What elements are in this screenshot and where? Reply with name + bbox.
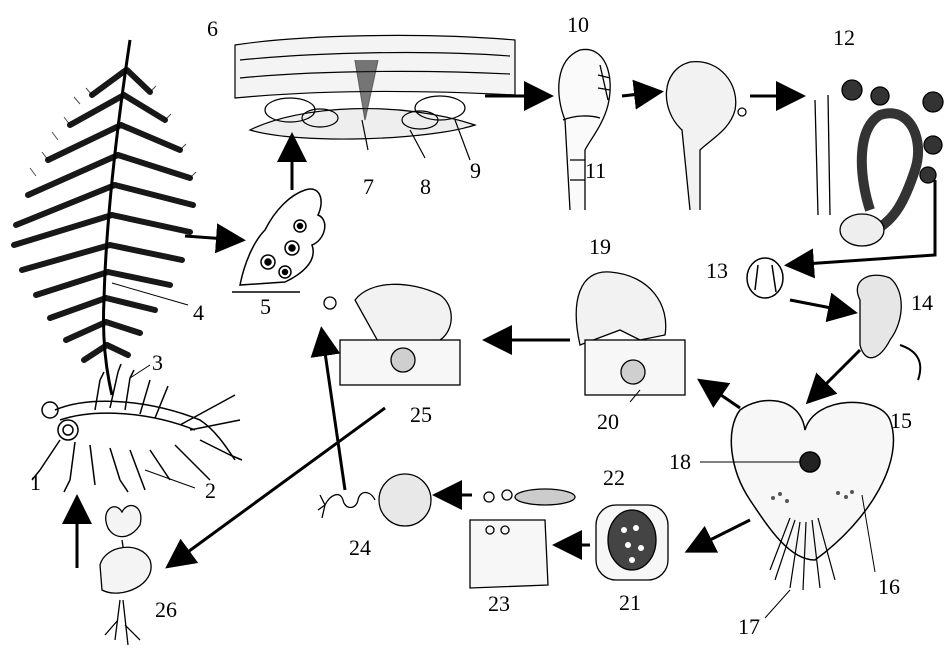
label-21: 21 [619, 592, 641, 614]
label-26: 26 [155, 599, 177, 621]
label-25: 25 [410, 404, 432, 426]
label-19: 19 [589, 236, 611, 258]
fertilization-archegonium [324, 284, 460, 385]
label-18: 18 [669, 451, 691, 473]
label-16: 16 [878, 576, 900, 598]
label-23: 23 [488, 593, 510, 615]
label-4: 4 [193, 302, 204, 324]
label-6: 6 [207, 18, 218, 40]
archegonium [576, 272, 685, 395]
label-9: 9 [470, 160, 481, 182]
spermatozoid [318, 474, 431, 526]
label-15: 15 [890, 410, 912, 432]
prothallus-gametophyte [731, 400, 893, 590]
open-antheridium [470, 489, 575, 588]
label-3: 3 [152, 352, 163, 374]
label-12: 12 [833, 27, 855, 49]
spore-release [815, 80, 943, 246]
label-14: 14 [911, 292, 933, 314]
label-20: 20 [597, 411, 619, 433]
label-8: 8 [420, 176, 431, 198]
fern-sporophyte-frond [14, 40, 196, 395]
label-24: 24 [349, 537, 371, 559]
antheridium [596, 505, 668, 580]
label-10: 10 [567, 14, 589, 36]
label-2: 2 [205, 480, 216, 502]
label-13: 13 [706, 260, 728, 282]
label-7: 7 [363, 176, 374, 198]
sporangium [559, 49, 610, 210]
label-22: 22 [603, 467, 625, 489]
pinnule-with-sori [232, 189, 325, 292]
sporangium-opening [666, 62, 746, 210]
leaf-section-with-sorus [235, 35, 515, 160]
young-sporophyte [100, 506, 151, 645]
spore [747, 258, 783, 298]
rhizome-with-roots [32, 364, 242, 492]
label-1: 1 [30, 472, 41, 494]
label-11: 11 [585, 160, 606, 182]
label-5: 5 [260, 296, 271, 318]
label-17: 17 [738, 616, 760, 638]
